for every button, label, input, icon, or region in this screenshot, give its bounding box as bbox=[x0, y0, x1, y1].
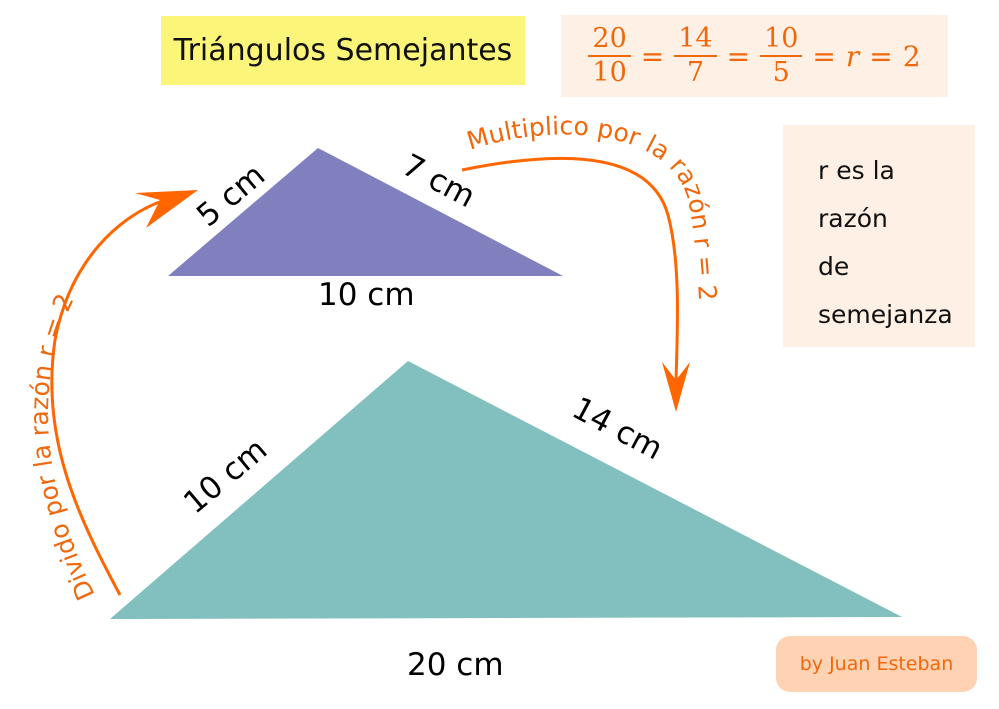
small-base-label: 10 cm bbox=[318, 277, 415, 313]
author-credit: by Juan Esteban bbox=[776, 636, 977, 692]
big-triangle bbox=[110, 361, 902, 619]
divide-arrow bbox=[50, 198, 166, 596]
note-line: semejanza bbox=[818, 300, 953, 329]
definition-note: r es la razón de semejanza bbox=[783, 125, 975, 347]
note-line: razón bbox=[818, 204, 888, 233]
equals-sign: = bbox=[869, 39, 893, 73]
page-title: Triángulos Semejantes bbox=[161, 16, 525, 85]
equals-sign: = bbox=[726, 39, 751, 73]
note-line: r es la bbox=[818, 156, 895, 185]
multiply-arrow bbox=[461, 156, 680, 381]
divide-arrowhead-icon bbox=[135, 190, 198, 228]
multiply-arrowhead-icon bbox=[662, 362, 690, 412]
note-line: de bbox=[818, 252, 850, 281]
divide-text: Divido por la razón r = 2 bbox=[25, 289, 100, 604]
big-base-label: 20 cm bbox=[407, 647, 504, 683]
ratio-value: 2 bbox=[902, 39, 921, 73]
equals-sign: = bbox=[812, 39, 836, 73]
small-triangle bbox=[168, 148, 563, 276]
ratio-symbol: r bbox=[845, 39, 860, 73]
equals-sign: = bbox=[640, 39, 665, 73]
